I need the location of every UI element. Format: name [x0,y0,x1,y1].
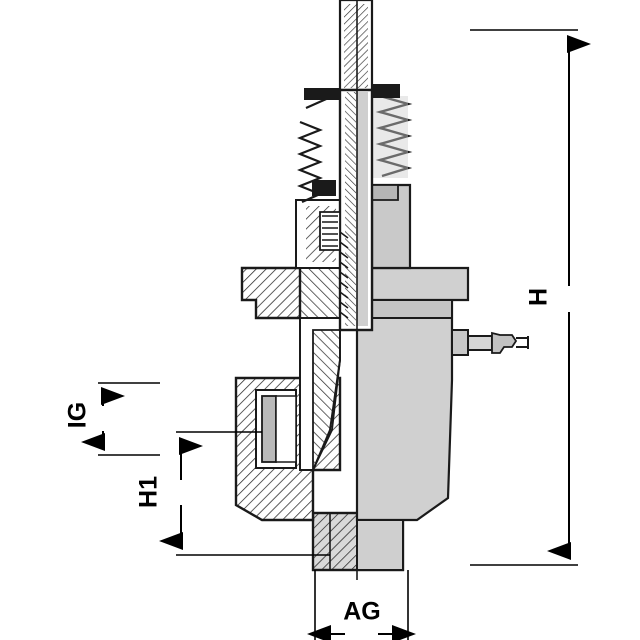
thread-detail-left [312,180,341,251]
dimension-label-h: H [525,288,553,306]
threaded-stem [338,0,374,332]
dimension-H1: H1 [135,431,330,556]
top-cap [304,84,400,100]
dimension-AG: AG [307,570,416,640]
valve-body-group [234,0,529,580]
side-nipple [451,329,529,356]
dimension-H: H [470,29,591,566]
dimension-label-ag: AG [343,598,381,626]
spring-coil-right [372,94,413,178]
dimension-IG: IG [64,382,160,456]
dimension-label-ig: IG [64,402,92,428]
inlet-port-sleeve [255,389,297,469]
dimension-label-h1: H1 [135,476,163,508]
